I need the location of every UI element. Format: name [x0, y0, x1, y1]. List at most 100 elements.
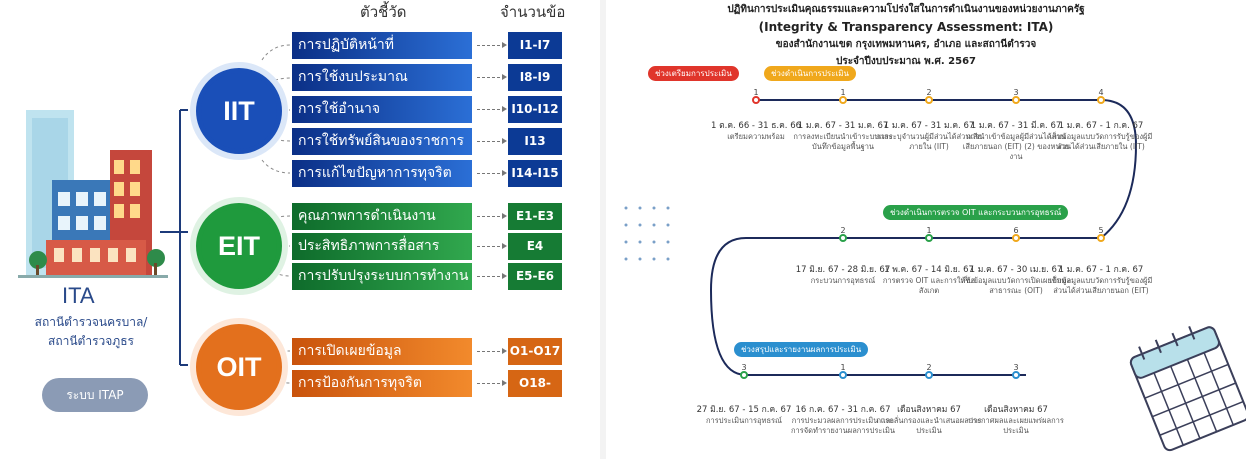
step-date: 27 มิ.ย. 67 - 15 ก.ค. 67: [696, 405, 792, 415]
step-desc: การประเมินการอุทธรณ์: [705, 416, 783, 425]
item-count-header: จำนวนข้อ: [500, 3, 566, 21]
step-desc: การระบุจำนวนผู้มีส่วนได้ส่วนเสียภายใน (I…: [875, 132, 983, 151]
calendar-title-1: ปฏิทินการประเมินคุณธรรมและความโปร่งใสในก…: [727, 4, 1085, 15]
step-date: 17 มิ.ย. 67 - 28 มิ.ย. 67: [795, 265, 891, 275]
panel-divider: [600, 0, 606, 459]
calendar-title-4: ประจำปีงบประมาณ พ.ศ. 2567: [835, 56, 977, 67]
step-number: 2: [926, 363, 932, 372]
indicator-bar-i3: การใช้อำนาจ: [292, 96, 472, 123]
indicator-bar-e3: การปรับปรุงระบบการทำงาน: [292, 263, 472, 290]
eit-label: EIT: [201, 208, 277, 284]
indicator-bar-e2: ประสิทธิภาพการสื่อสาร: [292, 233, 472, 260]
ita-label: ITA: [62, 283, 95, 308]
ita-subtitle-2: สถานีตำรวจภูธร: [48, 334, 134, 348]
step-date: เดือนสิงหาคม 67: [984, 405, 1048, 415]
step-date: 1 ม.ค. 67 - 31 ม.ค. 67: [883, 121, 975, 131]
timeline-dot: [1012, 371, 1020, 379]
itap-button[interactable]: ระบบ ITAP: [42, 378, 148, 412]
calendar-title-3: ของสำนักงานเขต กรุงเทพมหานคร, อำเภอ และส…: [775, 39, 1037, 50]
step-number: 1: [840, 363, 846, 372]
step-number: 1: [926, 226, 932, 235]
arrow: [477, 170, 507, 176]
step-date: 16 ก.ค. 67 - 31 ก.ค. 67: [795, 405, 891, 415]
indicator-header: ตัวชี้วัด: [360, 3, 407, 21]
step-desc: การนำเข้าข้อมูลผู้มีส่วนได้ส่วนเสียภายนอ…: [962, 132, 1070, 161]
timeline-dot: [752, 96, 760, 104]
step-number: 2: [926, 88, 932, 97]
step-number: 3: [741, 363, 747, 372]
arrow: [477, 273, 507, 279]
step-date: 1 ม.ค. 67 - 31 มี.ค. 67: [970, 121, 1062, 131]
oit-ring: OIT: [190, 318, 288, 416]
arrow: [477, 213, 507, 219]
indicator-bar-i4: การใช้ทรัพย์สินของราชการ: [292, 128, 472, 155]
step-number: 3: [1013, 88, 1019, 97]
arrow: [477, 106, 507, 112]
iit-label: IIT: [201, 73, 277, 149]
step-desc: การกลั่นกรองและนำเสนอผลการประเมิน: [876, 416, 982, 435]
step-date: 1 ต.ค. 66 - 31 ธ.ค. 66: [710, 121, 802, 131]
arrow: [477, 42, 507, 48]
indicator-bar-e1: คุณภาพการดำเนินงาน: [292, 203, 472, 230]
timeline-dot: [1012, 234, 1020, 242]
step-date: 1 ม.ค. 67 - 31 ม.ค. 67: [797, 121, 889, 131]
calendar-icon: [1129, 325, 1246, 452]
step-number: 1: [840, 88, 846, 97]
step-desc: เตรียมความพร้อม: [727, 132, 785, 141]
ita-calendar-panel: ปฏิทินการประเมินคุณธรรมและความโปร่งใสในก…: [606, 0, 1246, 459]
step-desc: เก็บข้อมูลแบบวัดการรับรู้ของผู้มีส่วนได้…: [1049, 132, 1153, 151]
step-date: 1 ม.ค. 67 - 1 ก.ค. 67: [1058, 121, 1144, 131]
step-desc: การลงทะเบียนนำเข้าระบบและบันทึกข้อมูลพื้…: [793, 132, 893, 151]
timeline-dot: [839, 234, 847, 242]
dots-decoration: [624, 206, 670, 261]
step-number: 1: [753, 88, 759, 97]
timeline-dot: [925, 234, 933, 242]
indicator-code-o2: O18-O25: [508, 370, 562, 417]
ita-subtitle-1: สถานีตำรวจนครบาล/: [34, 315, 148, 329]
indicator-bar-o2: การป้องกันการทุจริต: [292, 370, 472, 397]
timeline-dot: [1097, 234, 1105, 242]
start-phase-pill: ช่วงดำเนินการประเมิน: [764, 66, 856, 81]
indicator-code-o1: O1-O17: [508, 338, 562, 365]
indicator-code-e3: E5-E6: [508, 263, 562, 290]
calendar-title-2: (Integrity & Transparency Assessment: IT…: [758, 20, 1054, 34]
indicator-code-i1: I1-I7: [508, 32, 562, 59]
summary-phase-pill: ช่วงสรุปและรายงานผลการประเมิน: [734, 342, 869, 357]
indicator-code-i3: I10-I12: [508, 96, 562, 123]
oit-phase-pill: ช่วงดำเนินการตรวจ OIT และกระบวนการอุทธรณ…: [883, 205, 1069, 220]
ita-indicator-panel: ตัวชี้วัด จำนวนข้อ ITA สถานีตำรวจนครบาล/…: [0, 0, 600, 459]
step-number: 2: [840, 226, 846, 235]
timeline-dot: [839, 96, 847, 104]
indicator-code-e1: E1-E3: [508, 203, 562, 230]
step-number: 6: [1013, 226, 1019, 235]
timeline-dot: [1012, 96, 1020, 104]
step-desc: เก็บข้อมูลแบบวัดการรับรู้ของผู้มีส่วนได้…: [1049, 276, 1153, 295]
indicator-code-i5: I14-I15: [508, 160, 562, 187]
step-desc: การประมวลผลการประเมิน และการจัดทำรายงานผ…: [790, 416, 896, 435]
step-number: 4: [1098, 88, 1104, 97]
timeline-dot: [740, 371, 748, 379]
eit-ring: EIT: [190, 197, 288, 295]
indicator-code-e2: E4: [508, 233, 562, 260]
indicator-bar-i1: การปฏิบัติหน้าที่: [292, 32, 472, 59]
timeline-dot: [925, 371, 933, 379]
step-desc: กระบวนการอุทธรณ์: [810, 276, 876, 285]
timeline-track: [709, 99, 1138, 376]
step-date: 1 ม.ค. 67 - 30 เม.ย. 67: [969, 265, 1063, 275]
prep-phase-pill: ช่วงเตรียมการประเมิน: [648, 66, 739, 81]
indicator-code-i4: I13: [508, 128, 562, 155]
timeline-dot: [925, 96, 933, 104]
step-desc: การตรวจ OIT และการให้ข้อสังเกต: [882, 276, 976, 295]
timeline-dot: [839, 371, 847, 379]
police-station-building-icon: [18, 110, 168, 278]
step-number: 3: [1013, 363, 1019, 372]
timeline-dot: [1097, 96, 1105, 104]
step-date: 1 พ.ค. 67 - 14 มิ.ย. 67: [884, 265, 974, 275]
step-date: เดือนสิงหาคม 67: [897, 405, 961, 415]
oit-label: OIT: [201, 329, 277, 405]
step-number: 5: [1098, 226, 1104, 235]
indicator-bar-i5: การแก้ไขปัญหาการทุจริต: [292, 160, 472, 187]
indicator-bar-o1: การเปิดเผยข้อมูล: [292, 338, 472, 365]
arrow: [477, 138, 507, 144]
step-desc: ประกาศผลและเผยแพร่ผลการประเมิน: [968, 416, 1064, 435]
